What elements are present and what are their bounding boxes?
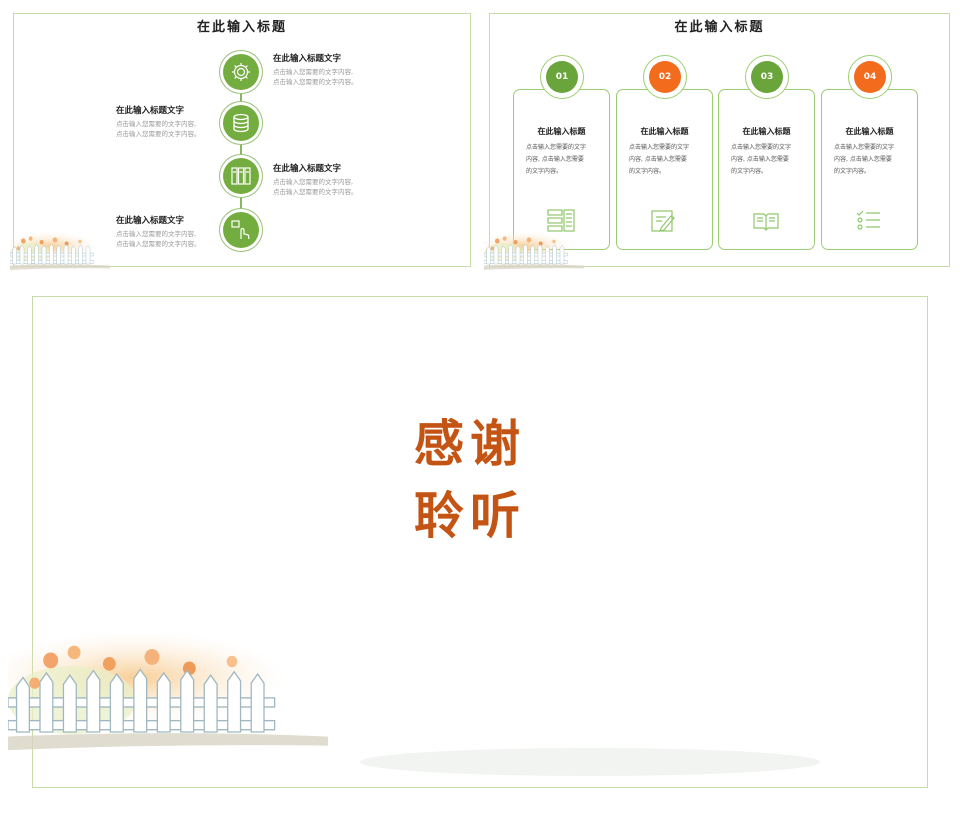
step-number: 01 — [546, 61, 578, 93]
card: 在此输入标题 点击输入您需要的文字内容, 点击输入您需要的文字内容。 — [616, 89, 713, 250]
timeline-item: 在此输入标题文字 点击输入您需要的文字内容, 点击输入您需要的文字内容。 — [116, 214, 226, 249]
card-line: 点击输入您需要的文字 — [526, 144, 587, 151]
fence-decoration — [10, 232, 110, 271]
card: 在此输入标题 点击输入您需要的文字内容, 点击输入您需要的文字内容。 — [513, 89, 610, 250]
step-number-badge: 04 — [848, 55, 892, 99]
fence-decoration — [484, 232, 584, 271]
card-line: 点击输入您需要的文字 — [731, 144, 792, 151]
step-number: 04 — [854, 61, 886, 93]
thanks-line-2: 聆听 — [414, 487, 526, 545]
item-desc: 点击输入您需要的文字内容, — [273, 178, 354, 186]
card: 在此输入标题 点击输入您需要的文字内容, 点击输入您需要的文字内容。 — [718, 89, 815, 250]
card-line: 点击输入您需要的文字 — [629, 144, 690, 151]
item-desc: 点击输入您需要的文字内容, — [116, 230, 197, 238]
step-number-badge: 02 — [643, 55, 687, 99]
card-heading: 在此输入标题 — [537, 127, 586, 136]
step-number-badge: 01 — [540, 55, 584, 99]
slide-thanks[interactable]: 感谢 聆听 — [0, 292, 960, 816]
slide-frame — [32, 296, 928, 788]
card-desc: 点击输入您需要的文字内容, 点击输入您需要的文字内容。 — [526, 142, 600, 178]
ground-shadow — [360, 748, 820, 776]
item-desc: 点击输入您需要的文字内容。 — [273, 78, 358, 86]
timeline-item: 在此输入标题文字 点击输入您需要的文字内容, 点击输入您需要的文字内容。 — [273, 162, 383, 197]
card-line: 内容, 点击输入您需要 — [834, 156, 892, 163]
card-line: 的文字内容。 — [526, 168, 563, 175]
open-book-icon — [753, 213, 779, 231]
card-heading: 在此输入标题 — [845, 127, 894, 136]
slide-title: 在此输入标题 — [196, 20, 287, 35]
step-number-badge: 03 — [745, 55, 789, 99]
step-number: 02 — [649, 61, 681, 93]
card-line: 的文字内容。 — [834, 168, 871, 175]
card-heading: 在此输入标题 — [640, 127, 689, 136]
slide-frame — [13, 13, 471, 267]
timeline-item: 在此输入标题文字 点击输入您需要的文字内容, 点击输入您需要的文字内容。 — [116, 104, 226, 139]
server-list-icon — [547, 209, 575, 232]
card-desc: 点击输入您需要的文字内容, 点击输入您需要的文字内容。 — [731, 142, 805, 178]
card-line: 的文字内容。 — [731, 168, 768, 175]
card-line: 点击输入您需要的文字 — [834, 144, 895, 151]
item-desc: 点击输入您需要的文字内容。 — [116, 130, 201, 138]
timeline-item: 在此输入标题文字 点击输入您需要的文字内容, 点击输入您需要的文字内容。 — [273, 52, 383, 87]
slide-frame — [489, 13, 950, 267]
checklist-icon — [856, 210, 880, 230]
touch-icon — [223, 212, 259, 248]
item-desc: 点击输入您需要的文字内容。 — [273, 188, 358, 196]
slide-cards[interactable]: 在此输入标题 在此输入标题 点击输入您需要的文字内容, 点击输入您需要的文字内容… — [484, 0, 960, 272]
card-desc: 点击输入您需要的文字内容, 点击输入您需要的文字内容。 — [834, 142, 908, 178]
item-heading: 在此输入标题文字 — [116, 106, 185, 116]
item-desc: 点击输入您需要的文字内容。 — [116, 240, 201, 248]
card-line: 内容, 点击输入您需要 — [731, 156, 789, 163]
gear-icon — [223, 54, 259, 90]
database-icon — [223, 105, 259, 141]
card-line: 内容, 点击输入您需要 — [629, 156, 687, 163]
thanks-line-1: 感谢 — [414, 415, 526, 473]
edit-document-icon — [651, 210, 675, 232]
timeline-line — [240, 72, 242, 230]
card: 在此输入标题 点击输入您需要的文字内容, 点击输入您需要的文字内容。 — [821, 89, 918, 250]
card-heading: 在此输入标题 — [742, 127, 791, 136]
card-line: 内容, 点击输入您需要 — [526, 156, 584, 163]
step-number: 03 — [751, 61, 783, 93]
item-desc: 点击输入您需要的文字内容, — [273, 68, 354, 76]
fence-decoration — [8, 632, 328, 751]
item-heading: 在此输入标题文字 — [116, 216, 185, 226]
card-line: 的文字内容。 — [629, 168, 666, 175]
slide-timeline[interactable]: 在此输入标题 在此输入标题文字 点击输入您需要的文字内容, 点击输入您需要的文字… — [0, 0, 476, 272]
slide-title: 在此输入标题 — [674, 20, 765, 35]
card-desc: 点击输入您需要的文字内容, 点击输入您需要的文字内容。 — [629, 142, 703, 178]
item-desc: 点击输入您需要的文字内容, — [116, 120, 197, 128]
item-heading: 在此输入标题文字 — [273, 164, 342, 174]
binders-icon — [223, 158, 259, 194]
item-heading: 在此输入标题文字 — [273, 54, 342, 64]
